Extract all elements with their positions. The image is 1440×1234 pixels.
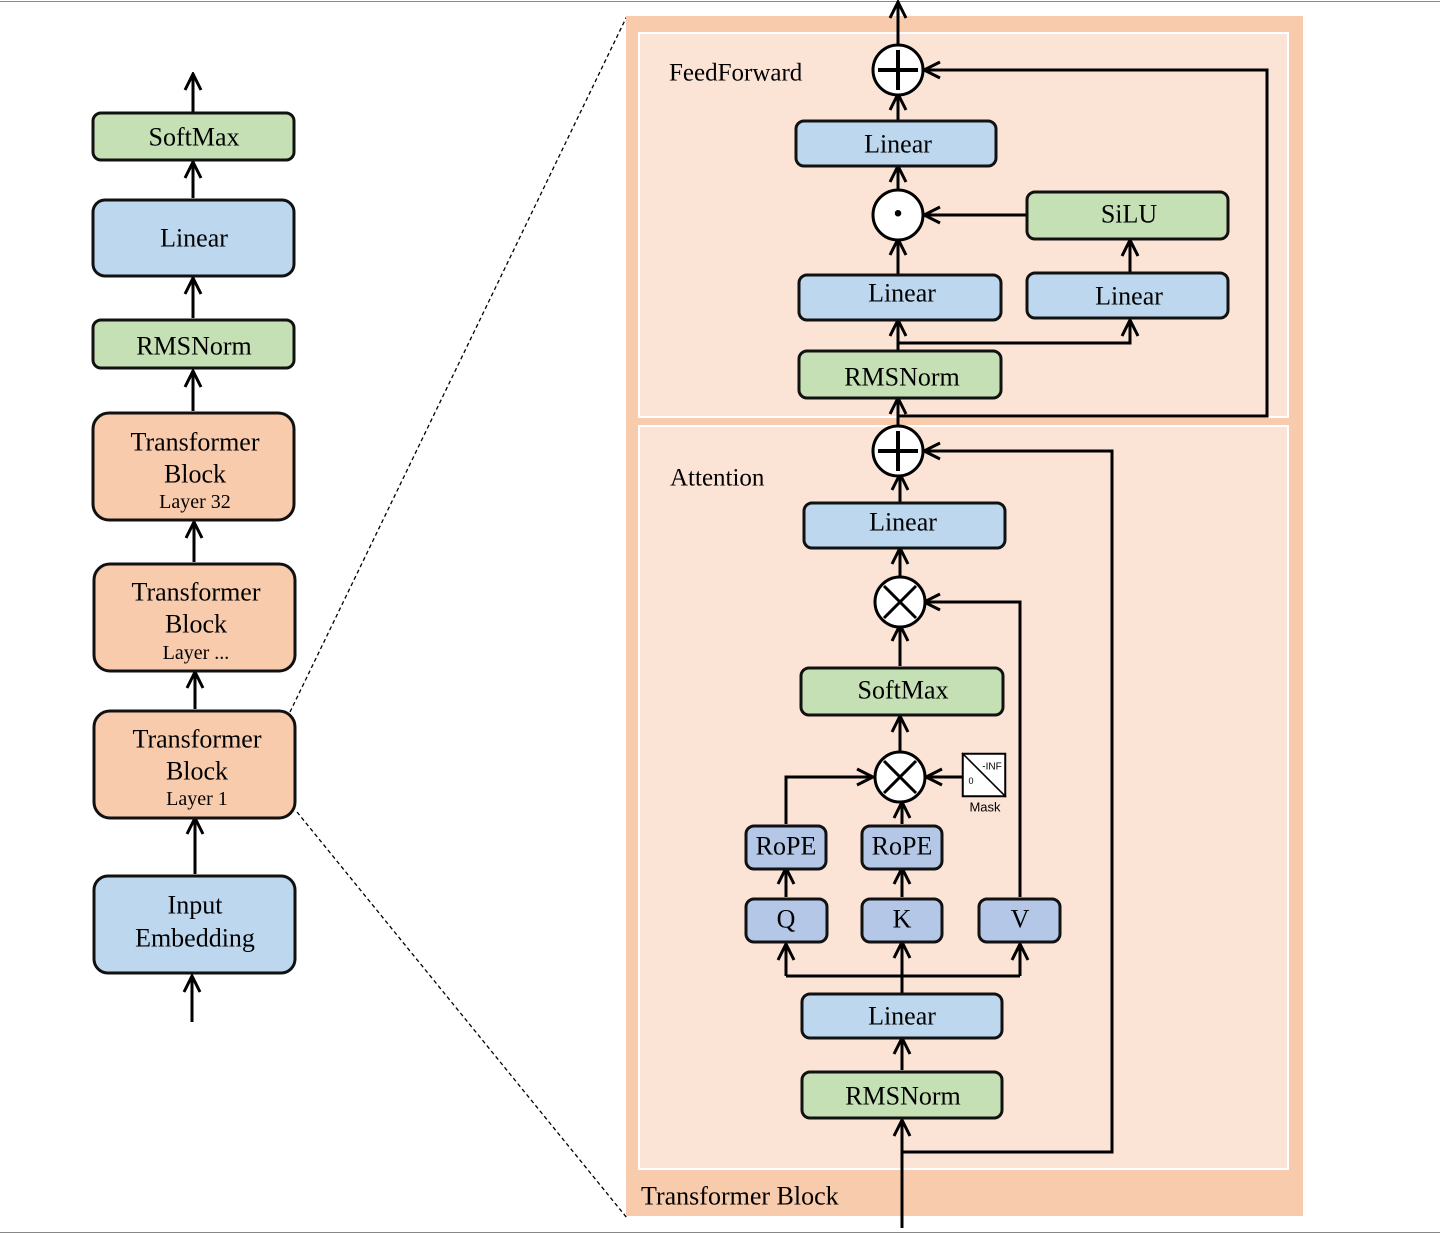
- attn-softmax-box: [799, 666, 1005, 717]
- stack-block-layermid-line2: Block: [165, 610, 227, 639]
- stack-block-layer1-box: [92, 709, 297, 820]
- attn-q-label: Q: [777, 905, 796, 934]
- attn-q-box: [744, 897, 829, 944]
- attn-rmsnorm-label: RMSNorm: [845, 1082, 961, 1111]
- attn-linear-out-label: Linear: [869, 508, 937, 537]
- wire-ff-rmsnorm-linear-right: [898, 320, 1130, 345]
- stack-block-layermid-box: [92, 562, 297, 673]
- attn-rope-k-label: RoPE: [872, 832, 933, 861]
- mask-neg-inf: -INF: [982, 762, 1001, 773]
- stack-block-layer1-line2: Block: [166, 757, 228, 786]
- wire-v-matmul2: [924, 602, 1022, 897]
- attention-panel: [638, 425, 1289, 1170]
- ff-linear-left-label: Linear: [868, 279, 936, 308]
- attn-matmul-qk-icon: [873, 750, 927, 804]
- panel-title: Transformer Block: [641, 1182, 839, 1211]
- stack-embedding-line2: Embedding: [135, 924, 255, 953]
- ff-rmsnorm-box: [797, 349, 1003, 400]
- attn-v-box: [977, 897, 1062, 944]
- stack-block-layer32-line1: Transformer: [130, 428, 259, 457]
- attn-v-label: V: [1011, 905, 1030, 934]
- attn-rope-q-label: RoPE: [756, 832, 817, 861]
- stack-embedding-line1: Input: [168, 891, 224, 920]
- mask-label: Mask: [969, 800, 1001, 815]
- ff-silu-box: [1025, 190, 1230, 241]
- stack-block-layer1-line3: Layer 1: [166, 788, 228, 810]
- ff-silu-label: SiLU: [1101, 200, 1158, 229]
- stack-embedding-box: [92, 874, 297, 975]
- zoom-line-top: [289, 15, 628, 713]
- stack-linear-label: Linear: [160, 224, 228, 253]
- ff-multiply-symbol: ·: [891, 191, 904, 236]
- attn-rmsnorm-box: [800, 1070, 1004, 1120]
- wire-ff-residual: [898, 70, 1269, 418]
- ff-rmsnorm-label: RMSNorm: [844, 363, 960, 392]
- ff-linear-out-box: [794, 119, 998, 168]
- stack-softmax-box: [91, 111, 296, 162]
- stack-block-layer32-line2: Block: [164, 460, 226, 489]
- stack-block-layer32-box: [91, 411, 296, 522]
- mask-icon: -INF 0: [961, 752, 1007, 798]
- attention-title: Attention: [670, 465, 765, 492]
- attn-rope-k-box: [860, 824, 944, 871]
- ff-linear-right-box: [1025, 271, 1230, 320]
- mask-zero: 0: [968, 776, 973, 786]
- attn-linear-out-box: [802, 501, 1007, 550]
- ff-linear-out-label: Linear: [864, 130, 932, 159]
- attn-k-label: K: [893, 905, 912, 934]
- attn-linear-in-label: Linear: [868, 1002, 936, 1031]
- stack-block-layer32-line3: Layer 32: [159, 491, 231, 513]
- attn-add-icon: [871, 424, 925, 478]
- model-stack: SoftMax Linear RMSNorm Transformer Block…: [91, 74, 297, 1022]
- attn-softmax-label: SoftMax: [858, 676, 949, 705]
- feedforward-title: FeedForward: [669, 60, 803, 87]
- stack-rmsnorm-box: [91, 318, 296, 370]
- stack-block-layermid-line1: Transformer: [131, 578, 260, 607]
- zoom-line-bottom: [296, 811, 628, 1219]
- stack-softmax-label: SoftMax: [149, 123, 240, 152]
- stack-block-layer1-line1: Transformer: [132, 725, 261, 754]
- attn-linear-in-box: [800, 992, 1004, 1040]
- ff-elementwise-multiply-icon: ·: [871, 188, 925, 242]
- wire-attention-residual: [902, 451, 1114, 1154]
- ff-linear-left-box: [797, 273, 1003, 322]
- attn-rope-q-box: [744, 824, 828, 871]
- stack-linear-box: [91, 198, 296, 278]
- transformer-block-panel: Transformer Block FeedForward Attention: [626, 2, 1303, 1228]
- wire-rope-q-matmul: [784, 777, 873, 824]
- ff-linear-right-label: Linear: [1095, 282, 1163, 311]
- attn-k-box: [860, 897, 944, 944]
- stack-block-layermid-line3: Layer ...: [163, 642, 230, 664]
- ff-add-icon: [871, 43, 925, 97]
- stack-rmsnorm-label: RMSNorm: [136, 332, 252, 361]
- attn-matmul-av-icon: [873, 575, 927, 629]
